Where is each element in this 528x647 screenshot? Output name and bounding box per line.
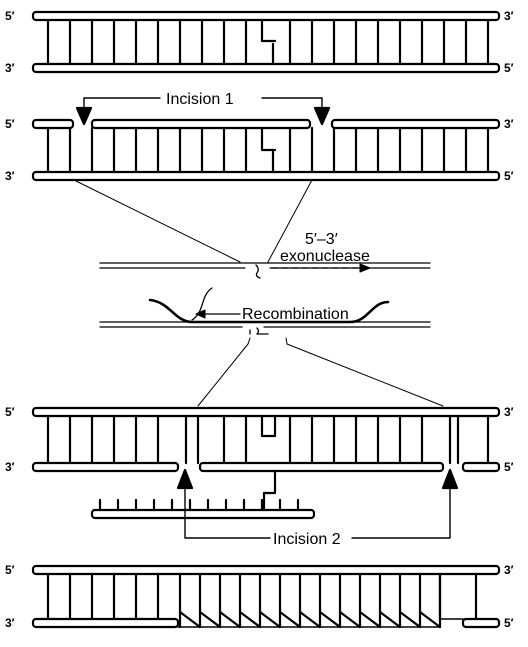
three-prime-label-bottom: 3′ bbox=[5, 169, 15, 183]
new-strand-segment bbox=[318, 610, 342, 629]
lesion-crosslink bbox=[260, 414, 277, 438]
resynthesized-strand-sawtooth bbox=[178, 572, 442, 629]
five-prime-label-top: 5′ bbox=[5, 563, 15, 577]
incision-2-right-arrow bbox=[441, 468, 459, 490]
panel-6-resynthesis: 5′ 3′ 3′ 5′ bbox=[5, 563, 514, 630]
three-prime-label-top: 3′ bbox=[504, 563, 514, 577]
new-strand-segment bbox=[338, 610, 362, 629]
incision-2-left-arrow bbox=[176, 468, 194, 490]
new-strand-segment bbox=[378, 610, 402, 629]
incision-1-right-arrow bbox=[313, 106, 331, 126]
three-prime-label-bottom: 3′ bbox=[5, 616, 15, 630]
zoom-lines-top bbox=[73, 179, 313, 263]
panel-4-recombination: Recombination bbox=[99, 287, 431, 335]
fragment-ticks bbox=[98, 498, 300, 512]
new-strand-segment bbox=[178, 610, 202, 629]
recombining-strand bbox=[148, 298, 390, 324]
lesion-crosslink bbox=[260, 126, 277, 174]
five-prime-label-bottom: 5′ bbox=[504, 460, 514, 474]
three-prime-label-top: 3′ bbox=[504, 9, 514, 23]
three-prime-label-bottom: 3′ bbox=[5, 460, 15, 474]
panel-1-intact-dna: 5′ 3′ 3′ 5′ bbox=[5, 9, 514, 75]
panel-5-incision-2: Incision 2 5′ 3′ 3′ 5′ bbox=[5, 405, 514, 548]
five-prime-label-bottom: 5′ bbox=[504, 169, 514, 183]
three-prime-label-top: 3′ bbox=[504, 117, 514, 131]
base-pair-rungs bbox=[46, 414, 490, 465]
new-strand-segment bbox=[198, 610, 222, 629]
new-strand-segment bbox=[398, 610, 422, 629]
base-pair-rungs bbox=[46, 18, 490, 66]
panel-2-incision-1: Incision 1 5′ 3′ 3′ 5′ bbox=[5, 91, 514, 183]
excised-fragment bbox=[90, 508, 316, 520]
five-prime-label-top: 5′ bbox=[5, 405, 15, 419]
three-prime-label-bottom: 3′ bbox=[5, 61, 15, 75]
incision-2-label: Incision 2 bbox=[273, 531, 341, 548]
base-pair-rungs bbox=[46, 572, 478, 621]
lesion-mark bbox=[255, 264, 261, 279]
new-strand-segment bbox=[278, 610, 302, 629]
recombination-label: Recombination bbox=[242, 306, 349, 323]
exonuclease-label-line2: exonuclease bbox=[280, 248, 370, 265]
lesion-mark bbox=[249, 327, 269, 335]
incision-1-bracket bbox=[83, 97, 323, 111]
crosslinked-fragment bbox=[262, 469, 277, 512]
five-prime-label-top: 5′ bbox=[5, 117, 15, 131]
lesion-crosslink bbox=[260, 18, 277, 66]
five-prime-label-top: 5′ bbox=[5, 9, 15, 23]
new-strand-segment bbox=[238, 610, 262, 629]
incision-1-left-arrow bbox=[75, 106, 93, 126]
five-prime-label-bottom: 5′ bbox=[504, 616, 514, 630]
base-pair-rungs bbox=[46, 126, 490, 174]
new-strand-segment bbox=[218, 610, 242, 629]
exonuclease-label-line1: 5′–3′ bbox=[305, 231, 338, 248]
three-prime-label-top: 3′ bbox=[504, 405, 514, 419]
five-prime-label-bottom: 5′ bbox=[504, 61, 514, 75]
new-strand-segment bbox=[358, 610, 382, 629]
new-strand-segment bbox=[258, 610, 282, 629]
new-strand-segment bbox=[418, 610, 442, 629]
panel-3-exonuclease: 5′–3′ exonuclease bbox=[99, 231, 431, 279]
new-strand-segment bbox=[298, 610, 322, 629]
incision-2-bracket bbox=[184, 486, 451, 539]
incision-1-label: Incision 1 bbox=[166, 91, 234, 108]
zoom-lines-bottom bbox=[197, 337, 444, 407]
